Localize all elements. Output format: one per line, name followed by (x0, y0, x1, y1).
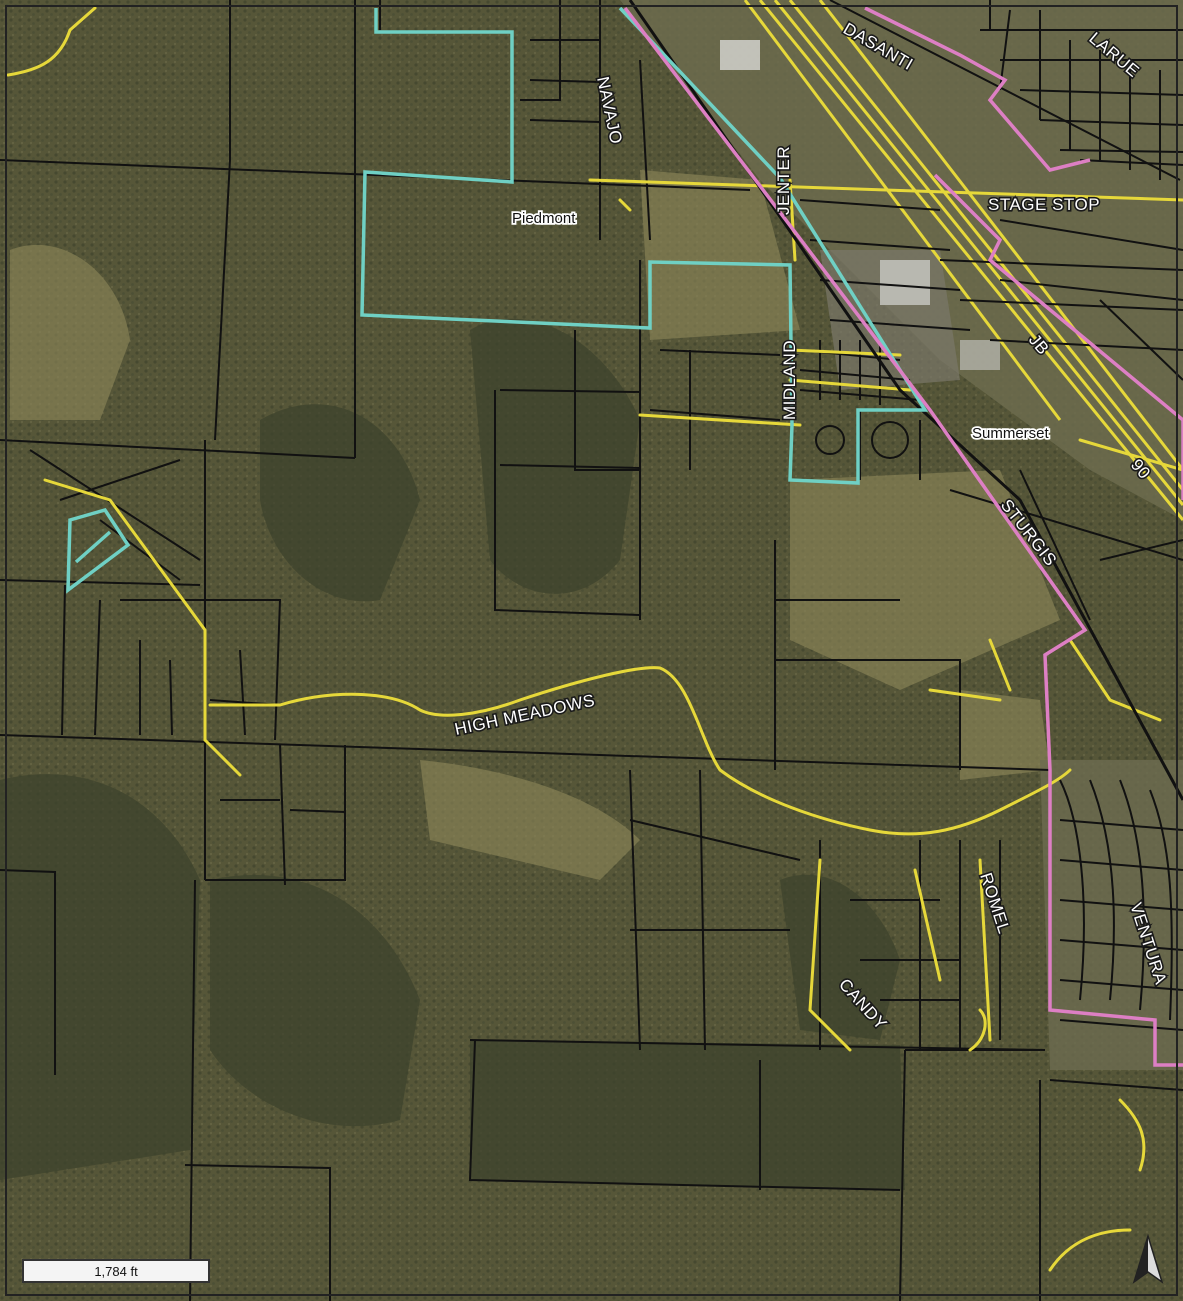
scale-bar-label: 1,784 ft (94, 1263, 138, 1279)
map-frame (5, 5, 1178, 1296)
label-stage-stop: STAGE STOP (988, 195, 1100, 214)
label-piedmont: Piedmont (512, 210, 576, 227)
district-boundary (66, 6, 929, 594)
label-jenter: JENTER (774, 146, 793, 215)
meadow-areas (10, 170, 1060, 880)
highway-90 (743, 0, 1183, 521)
label-midland: MIDLAND (780, 340, 799, 420)
developed-areas (620, 0, 1183, 1070)
city-boundary (623, 6, 1183, 1067)
north-arrow-icon (1132, 1234, 1164, 1284)
subdivision-se (1059, 779, 1183, 1031)
scale-bar: 1,784 ft (22, 1259, 210, 1283)
subdivision-ne (980, 9, 1183, 180)
label-summerset: Summerset (972, 425, 1050, 442)
roads (6, 6, 1183, 1272)
place-labels: Piedmont Summerset (510, 208, 1051, 444)
